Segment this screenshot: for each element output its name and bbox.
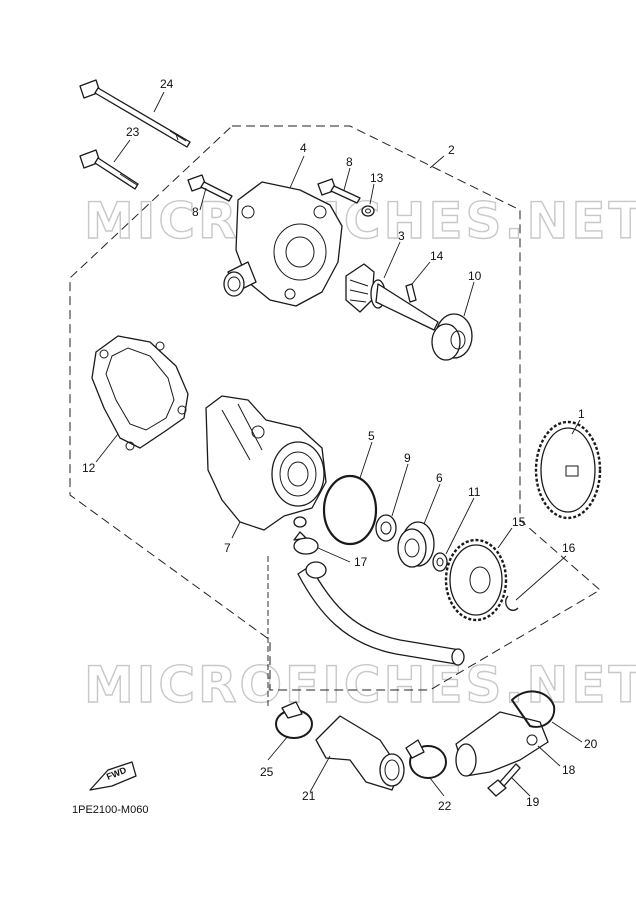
callout-17: 17 <box>354 555 368 569</box>
part-10-oil-seal[interactable] <box>431 313 473 361</box>
part-22-hose-clamp[interactable] <box>405 739 447 779</box>
callout-23: 23 <box>126 125 140 139</box>
assembly-boundary <box>69 125 601 691</box>
part-16-circlip[interactable] <box>505 595 519 611</box>
part-6-bearing[interactable] <box>397 521 435 568</box>
part-19-bolt[interactable] <box>487 763 521 797</box>
callout-18: 18 <box>562 763 576 777</box>
callout-19: 19 <box>526 795 540 809</box>
callout-1: 1 <box>578 407 585 421</box>
part-3-impeller[interactable] <box>345 263 439 331</box>
fwd-arrow-icon: FWD <box>89 761 137 791</box>
callout-8-right: 8 <box>346 155 353 169</box>
callout-21: 21 <box>302 789 316 803</box>
callout-3: 3 <box>398 229 405 243</box>
part-13-washer[interactable] <box>361 205 375 217</box>
callout-6: 6 <box>436 471 443 485</box>
callout-8-left: 8 <box>192 205 199 219</box>
part-5-o-ring[interactable] <box>322 474 378 546</box>
part-25-hose-clamp[interactable] <box>275 701 313 739</box>
watermark-bottom: MICROFICHES.NET <box>84 656 636 714</box>
part-23-bolt[interactable] <box>79 149 139 190</box>
callout-16: 16 <box>562 541 576 555</box>
hose-pipe[interactable] <box>297 561 465 666</box>
part-12-gasket[interactable] <box>91 335 189 451</box>
leader-lines <box>95 91 583 797</box>
part-7-pump-housing[interactable] <box>205 395 327 531</box>
callout-12: 12 <box>82 461 96 475</box>
part-15-drive-gear[interactable] <box>444 538 508 622</box>
part-11-washer[interactable] <box>432 552 448 572</box>
part-1-pump-gear[interactable] <box>534 420 602 520</box>
callout-20: 20 <box>584 737 598 751</box>
callout-24: 24 <box>160 77 174 91</box>
part-14-pin[interactable] <box>405 283 417 303</box>
part-21-elbow-hose[interactable] <box>315 715 405 791</box>
part-17-hose-clamp[interactable] <box>293 531 319 555</box>
callout-22: 22 <box>438 799 452 813</box>
callout-9: 9 <box>404 451 411 465</box>
part-20-o-ring[interactable] <box>511 690 556 728</box>
callout-15: 15 <box>512 515 526 529</box>
part-24-long-bolt[interactable] <box>79 79 191 148</box>
callout-10: 10 <box>468 269 482 283</box>
diagram-code: 1PE2100-M060 <box>72 804 149 816</box>
part-9-seal[interactable] <box>375 514 397 542</box>
part-4-pump-cover[interactable] <box>223 181 343 307</box>
part-18-outlet-fitting[interactable] <box>455 711 549 777</box>
callout-13: 13 <box>370 171 384 185</box>
callout-2: 2 <box>448 143 455 157</box>
part-8-bolt-left[interactable] <box>187 174 233 202</box>
callout-14: 14 <box>430 249 444 263</box>
callout-5: 5 <box>368 429 375 443</box>
callout-11: 11 <box>468 485 481 499</box>
callout-4: 4 <box>300 141 307 155</box>
callout-7: 7 <box>224 541 231 555</box>
callout-25: 25 <box>260 765 274 779</box>
part-8-bolt-right[interactable] <box>317 178 361 204</box>
watermark-top: MICROFICHES.NET <box>84 192 636 250</box>
